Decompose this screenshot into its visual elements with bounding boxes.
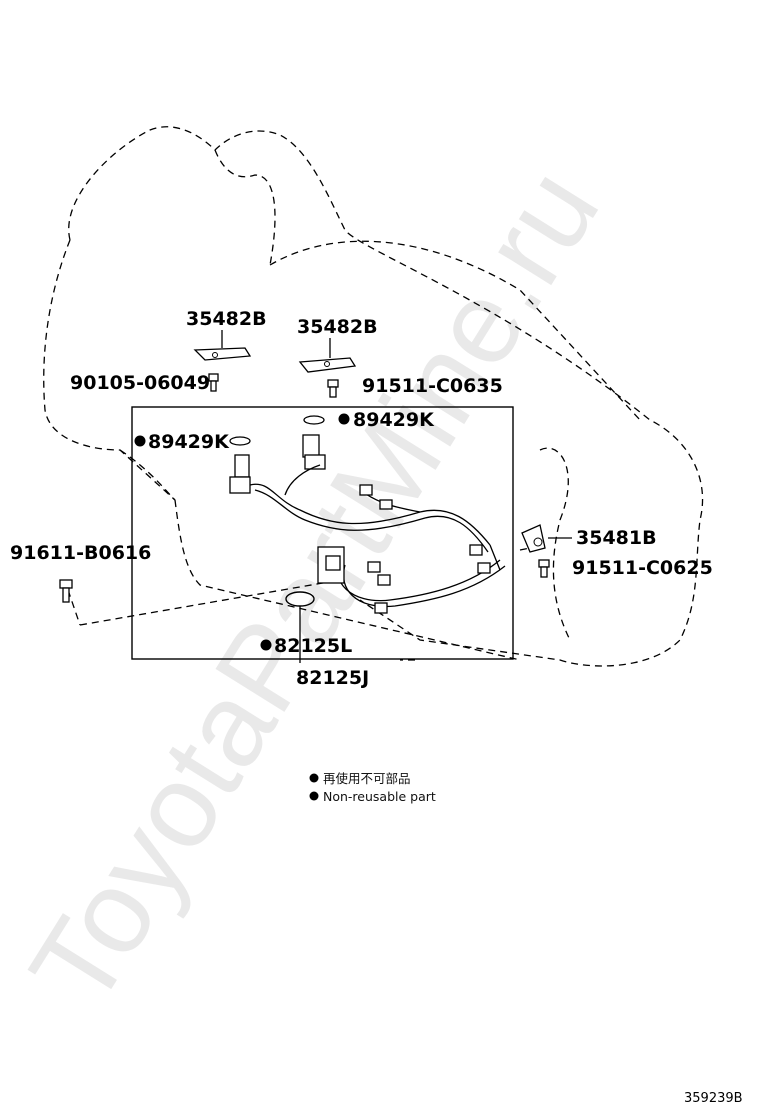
diagram-code: 359239B [684, 1091, 743, 1106]
legend-en: Non-reusable part [323, 789, 436, 804]
plug-connectors [359, 484, 491, 614]
callout-oring-left: 89429K [148, 431, 230, 453]
callout-bolt-right: 91511-C0625 [572, 557, 713, 579]
oring-right-icon [303, 415, 325, 425]
callout-bolt-mid: 91511-C0635 [362, 375, 503, 397]
connector-icon [317, 546, 345, 584]
marker-dot [338, 413, 350, 425]
detail-box [131, 406, 514, 660]
marker-dot [134, 435, 146, 447]
callout-bolt-far-left: 91611-B0616 [10, 542, 151, 564]
marker-dot [260, 639, 272, 651]
bolt-far-left-icon [59, 579, 73, 603]
oring-left-icon [229, 436, 251, 446]
watermark: ToyotaPartMine.ru [5, 147, 624, 1029]
callout-bolt-left: 90105-06049 [70, 372, 210, 394]
bracket-left-icon [193, 330, 252, 361]
bolt-mid-icon [327, 379, 339, 398]
callout-bracket-mid: 35482B [297, 316, 378, 338]
callout-bracket-right: 35481B [576, 527, 657, 549]
bracket-right-icon [521, 524, 572, 553]
bolt-right-icon [538, 559, 550, 578]
callout-oring-right: 89429K [353, 409, 435, 431]
sensor-mid-icon [302, 434, 326, 470]
bolt-left-icon [208, 373, 219, 392]
legend: 再使用不可部品 Non-reusable part [309, 771, 436, 804]
legend-zh: 再使用不可部品 [323, 771, 411, 786]
callout-bracket-left: 35482B [186, 308, 267, 330]
callout-harness: 82125J [296, 667, 369, 689]
transmission-outline [43, 126, 704, 667]
sensor-left-icon [229, 454, 251, 494]
callout-gasket: 82125L [274, 635, 352, 657]
bracket-mid-icon [298, 338, 357, 373]
